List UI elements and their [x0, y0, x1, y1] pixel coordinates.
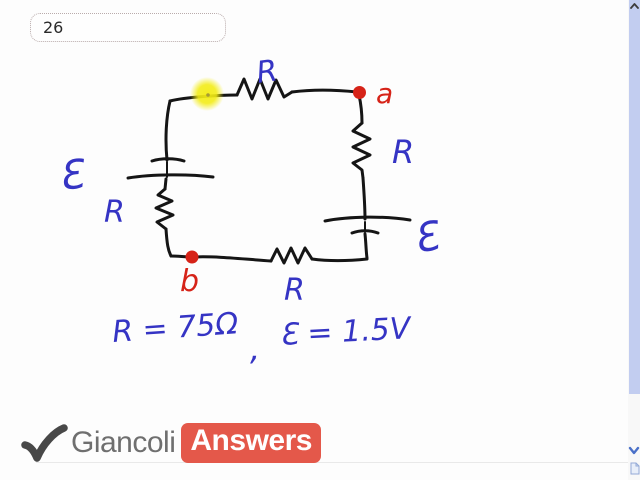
resistor-right	[351, 121, 372, 180]
resistor-bottom	[269, 246, 314, 265]
chevron-up-icon[interactable]	[629, 1, 640, 11]
question-number-box: 26	[30, 13, 226, 42]
battery-left-long-plate	[126, 173, 215, 180]
given-resistance: R = 75Ω	[111, 306, 239, 350]
resistor-top	[235, 77, 294, 101]
given-emf: Ɛ = 1.5V	[279, 311, 414, 353]
question-number: 26	[43, 18, 64, 37]
wire-bottom-right	[310, 257, 369, 262]
node-a-dot	[353, 86, 366, 99]
battery-right-short-plate	[350, 229, 380, 235]
wire-top-right	[290, 88, 359, 94]
label-left-resistor: R	[104, 195, 125, 230]
page-boundary-line	[36, 462, 628, 463]
label-left-emf: Ɛ	[56, 151, 89, 200]
resistors	[154, 77, 372, 265]
wire-right-upper	[357, 93, 364, 125]
logo-brand-text: Giancoli	[71, 425, 176, 459]
label-bottom-resistor: R	[284, 273, 305, 308]
wire-left-upper	[164, 99, 172, 162]
label-node-b: b	[180, 264, 199, 299]
node-b-dot	[185, 250, 199, 264]
label-top-resistor: R	[254, 53, 280, 91]
wire-right-lower	[363, 232, 369, 260]
resistor-left	[154, 187, 175, 231]
scrollbar[interactable]	[628, 0, 640, 480]
label-right-emf: Ɛ	[410, 213, 446, 263]
label-right-resistor: R	[392, 133, 414, 171]
chevron-down-icon[interactable]	[628, 445, 640, 457]
battery-right	[323, 215, 412, 235]
battery-right-long-plate	[323, 215, 412, 223]
pointer-dot	[206, 93, 210, 97]
given-separator: ,	[250, 330, 260, 368]
checkmark-icon	[21, 423, 68, 462]
wire-left-lower	[164, 227, 173, 258]
logo-badge: Answers	[181, 422, 321, 463]
page-curl-icon[interactable]	[628, 460, 640, 477]
wire-right-mid	[361, 176, 367, 221]
scrollbar-thumb[interactable]	[629, 0, 640, 394]
wire-left-mid	[163, 177, 168, 191]
label-node-a: a	[376, 77, 393, 110]
battery-left	[126, 157, 215, 180]
giancoli-answers-logo: Giancoli Answers	[20, 419, 321, 466]
battery-left-short-plate	[150, 157, 186, 163]
